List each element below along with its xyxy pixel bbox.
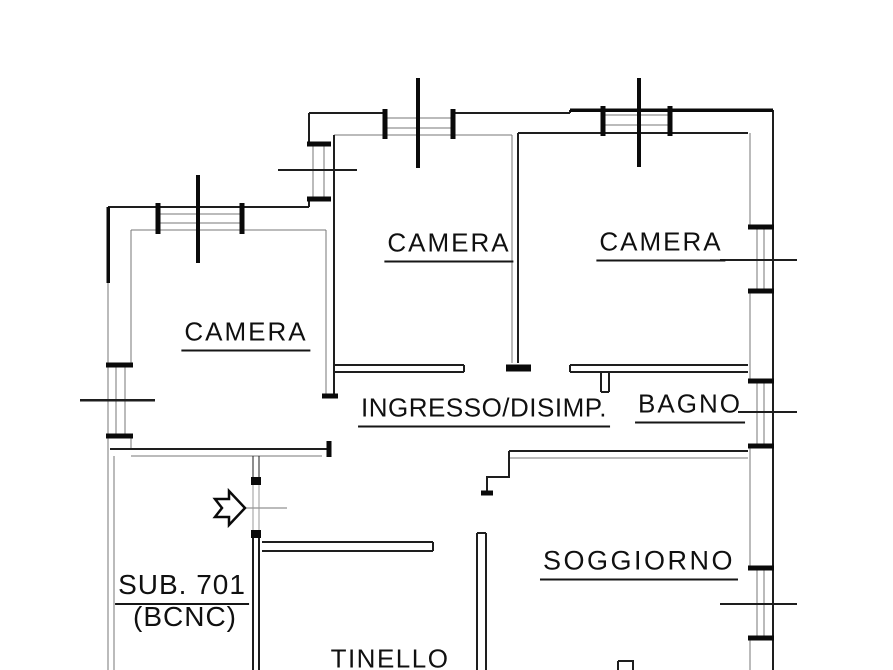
room-label-camera-middle: CAMERA: [384, 227, 514, 263]
room-label-camera-right: CAMERA: [596, 226, 726, 262]
wall-faces-medium: [80, 110, 797, 670]
room-label-bagno: BAGNO: [635, 388, 745, 424]
room-label-sub701: SUB. 701: [115, 569, 249, 605]
room-label-bcnc: (BCNC): [133, 601, 237, 632]
room-label-ingresso-disimpegno: INGRESSO/DISIMP.: [358, 392, 610, 428]
window-jamb-ticks: [106, 106, 774, 641]
room-label-soggiorno: SOGGIORNO: [539, 545, 739, 581]
room-label-tinello: TINELLO: [330, 643, 450, 670]
entrance-arrow-icon: [212, 487, 247, 529]
room-label-camera-left: CAMERA: [181, 316, 311, 352]
